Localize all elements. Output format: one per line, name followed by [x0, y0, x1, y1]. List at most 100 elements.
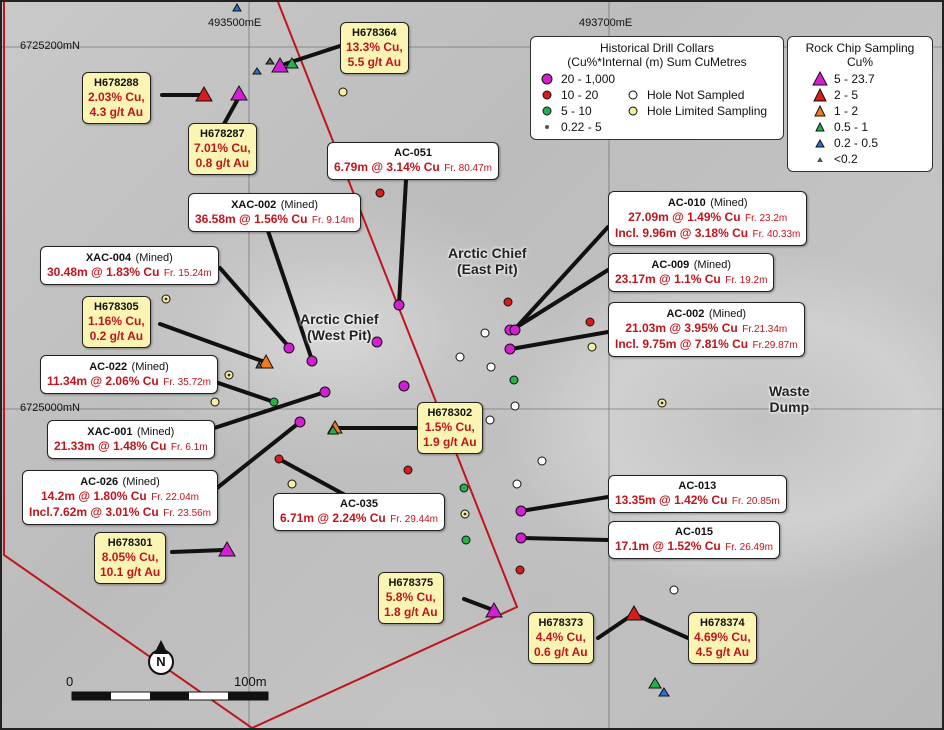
collar-ac013[interactable] — [515, 505, 527, 517]
label-h678302[interactable]: H678302 1.5% Cu, 1.9 g/t Au — [417, 402, 483, 454]
rock-small-top1[interactable] — [265, 57, 275, 65]
collar-white-1[interactable] — [480, 328, 490, 338]
north-arrow — [148, 640, 174, 675]
collar-white-7[interactable] — [512, 479, 522, 489]
collar-ac002[interactable] — [504, 343, 516, 355]
collar-drill-a[interactable] — [371, 336, 383, 348]
legend-drill-item-3: 0.22 - 5 — [539, 119, 625, 135]
collar-xac004[interactable] — [283, 342, 295, 354]
collar-xac002[interactable] — [306, 355, 318, 367]
leader-ac051 — [397, 178, 408, 306]
rock-h678301[interactable] — [218, 540, 236, 557]
collar-red-3[interactable] — [585, 317, 595, 327]
label-ac015[interactable]: AC-015 17.1m @ 1.52% Cu Fr. 26.49m — [608, 521, 781, 559]
collar-white-2[interactable] — [455, 352, 465, 362]
label-h678301[interactable]: H678301 8.05% Cu, 10.1 g/t Au — [94, 532, 167, 584]
legend-rock-item-3: 0.5 - 1 — [812, 119, 926, 135]
rock-h678375[interactable] — [485, 601, 503, 618]
label-xac004[interactable]: XAC-004 (Mined) 30.48m @ 1.83% Cu Fr. 15… — [40, 246, 219, 285]
north-label: N — [156, 654, 166, 669]
label-ac035[interactable]: AC-035 6.71m @ 2.24% Cu Fr. 29.44m — [273, 493, 446, 531]
label-h678305[interactable]: H678305 1.16% Cu, 0.2 g/t Au — [82, 296, 151, 348]
scale-start-label: 0 — [66, 674, 74, 689]
label-h678288[interactable]: H678288 2.03% Cu, 4.3 g/t Au — [82, 72, 151, 124]
rock-small-h305[interactable] — [255, 360, 263, 369]
rock-h678364[interactable] — [271, 56, 289, 73]
collar-red-5[interactable] — [515, 565, 525, 575]
legend-rock-chips: Rock Chip Sampling Cu% 5 - 23.7 2 - 5 1 … — [787, 36, 933, 172]
collar-yellow-4[interactable] — [287, 479, 297, 489]
rock-green-top[interactable] — [285, 57, 299, 69]
leader-h678375 — [462, 597, 495, 612]
collar-green-3[interactable] — [461, 535, 471, 545]
rock-blue-bottom[interactable] — [658, 687, 670, 697]
collar-red-2[interactable] — [503, 297, 513, 307]
leader-xac002 — [265, 226, 314, 362]
collar-ac015[interactable] — [515, 532, 527, 544]
leader-h678305 — [158, 322, 264, 363]
leader-h678301 — [170, 548, 226, 554]
rock-h678288[interactable] — [195, 85, 213, 102]
coord-493700: 493700mE — [579, 17, 633, 29]
label-ac022[interactable]: AC-022 (Mined) 11.34m @ 2.06% Cu Fr. 35.… — [40, 355, 219, 394]
collar-ac022[interactable] — [269, 397, 279, 407]
label-h678374[interactable]: H678374 4.69% Cu, 4.5 g/t Au — [688, 612, 757, 664]
legend-rock-item-0: 5 - 23.7 — [812, 71, 926, 87]
collar-yellow-2[interactable] — [210, 397, 220, 407]
collar-xac001[interactable] — [319, 386, 331, 398]
collar-green-2[interactable] — [459, 483, 469, 493]
label-ac026[interactable]: AC-026 (Mined) 14.2m @ 1.80% Cu Fr. 22.0… — [22, 470, 219, 525]
collar-red-1[interactable] — [375, 188, 385, 198]
label-ac051[interactable]: AC-051 6.79m @ 3.14% Cu Fr. 80.47m — [327, 142, 500, 180]
collar-ac026[interactable] — [294, 416, 306, 428]
legend-drill-title: Historical Drill Collars — [599, 41, 714, 55]
rock-blue-edge[interactable] — [232, 2, 242, 12]
collar-white-5[interactable] — [485, 415, 495, 425]
collar-white-8[interactable] — [669, 585, 679, 595]
label-h678375[interactable]: H678375 5.8% Cu, 1.8 g/t Au — [378, 572, 444, 624]
rock-h678287[interactable] — [230, 84, 248, 101]
label-ac009[interactable]: AC-009 (Mined) 23.17m @ 1.1% Cu Fr. 19.2… — [608, 253, 775, 292]
collar-ac051[interactable] — [393, 299, 405, 311]
collar-ac010[interactable] — [509, 324, 521, 336]
collar-green-1[interactable] — [509, 375, 519, 385]
label-ac010[interactable]: AC-010 (Mined) 27.09m @ 1.49% Cu Fr. 23.… — [608, 191, 808, 246]
collar-ac035[interactable] — [274, 454, 284, 464]
label-ac013[interactable]: AC-013 13.35m @ 1.42% Cu Fr. 20.85m — [608, 475, 787, 513]
legend-drill-item-2: 5 - 10 — [539, 103, 625, 119]
legend-drill-item-1: 10 - 20 — [539, 87, 625, 103]
legend-rock-item-5: <0.2 — [812, 151, 926, 167]
leader-ac035 — [277, 457, 347, 497]
label-h678373[interactable]: H678373 4.4% Cu, 0.6 g/t Au — [528, 612, 594, 664]
rock-green-bottom[interactable] — [648, 677, 662, 689]
collar-white-6[interactable] — [537, 456, 547, 466]
collar-white-4[interactable] — [510, 401, 520, 411]
collar-white-3[interactable] — [486, 362, 496, 372]
label-h678287[interactable]: H678287 7.01% Cu, 0.8 g/t Au — [188, 123, 257, 175]
leader-ac015 — [520, 536, 610, 542]
legend-rock-item-1: 2 - 5 — [812, 87, 926, 103]
leader-ac026 — [210, 420, 302, 494]
scale-end-label: 100m — [234, 674, 267, 689]
label-ac002[interactable]: AC-002 (Mined) 21.03m @ 3.95% Cu Fr.21.3… — [608, 302, 805, 357]
coord-6725000: 6725000mN — [20, 402, 80, 414]
label-xac001[interactable]: XAC-001 (Mined) 21.33m @ 1.48% Cu Fr. 6.… — [47, 420, 215, 459]
label-h678364[interactable]: H678364 13.3% Cu, 5.5 g/t Au — [340, 22, 409, 74]
legend-drill-item-4: Hole Not Sampled — [625, 87, 767, 103]
rock-blue-top[interactable] — [252, 67, 262, 75]
collar-yellow-1[interactable] — [338, 87, 348, 97]
collar-red-4[interactable] — [403, 465, 413, 475]
leader-xac004 — [218, 266, 291, 349]
collar-drill-b[interactable] — [398, 380, 410, 392]
rock-h678305[interactable] — [258, 353, 274, 369]
label-xac002[interactable]: XAC-002 (Mined) 36.58m @ 1.56% Cu Fr. 9.… — [188, 193, 362, 232]
rock-h678373[interactable] — [625, 604, 643, 621]
rock-green-h302[interactable] — [327, 425, 339, 435]
leader-ac002 — [509, 330, 610, 351]
legend-rock-title: Rock Chip Sampling — [805, 41, 915, 55]
collar-yellow-3[interactable] — [587, 342, 597, 352]
label-west-pit: Arctic Chief(West Pit) — [300, 311, 379, 343]
scale-bar — [71, 691, 269, 701]
